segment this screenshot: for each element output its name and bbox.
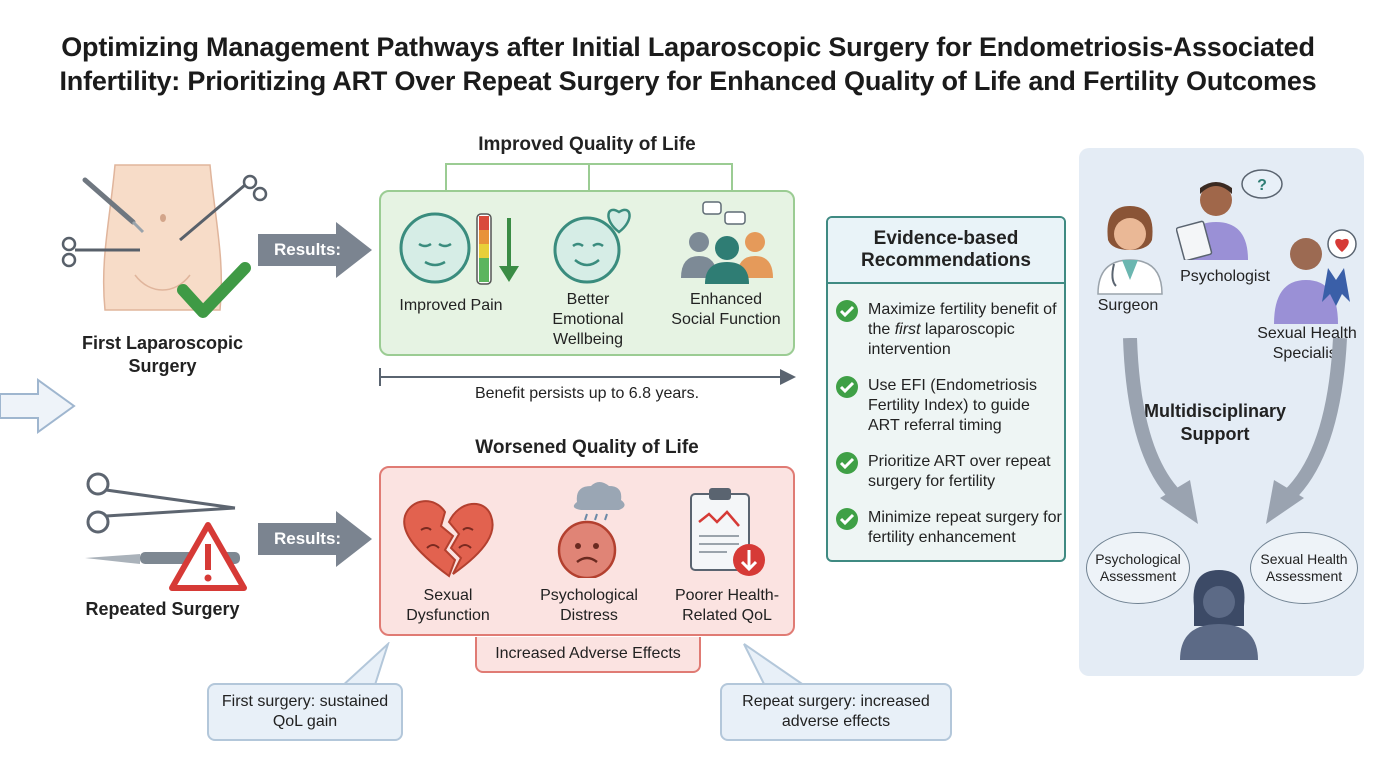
question-bubble-icon: ?	[1241, 169, 1283, 199]
role-sexual-health-specialist: Sexual Health Specialist	[1257, 325, 1357, 362]
clipboard-chart-icon	[690, 488, 765, 576]
worsened-item-label: Psychological Distress	[540, 587, 638, 624]
role-surgeon: Surgeon	[1097, 297, 1159, 314]
face-calm-icon	[399, 212, 471, 284]
forceps-icon	[179, 174, 268, 242]
page-title: Optimizing Management Pathways after Ini…	[59, 32, 1317, 96]
improved-qol-box: Improved Pain Better Emotional Wellbeing…	[379, 190, 795, 356]
timeline-arrow	[379, 368, 796, 386]
results-arrow-top	[258, 222, 372, 278]
patient-icon	[1180, 570, 1258, 660]
improved-qol-title: Improved Quality of Life	[478, 134, 696, 155]
results-label-bottom: Results:	[274, 529, 342, 548]
sexual-health-assessment-bubble: Sexual Health Assessment	[1250, 532, 1358, 604]
improved-item-label: Improved Pain	[399, 297, 503, 314]
support-flow-arrows	[1123, 338, 1347, 524]
worsened-qol-box: Sexual Dysfunction Psychological Distres…	[379, 466, 795, 636]
results-arrow-bottom	[258, 511, 372, 567]
question-mark: ?	[1257, 177, 1267, 194]
worsened-item-label: Sexual Dysfunction	[406, 587, 490, 624]
adverse-effects-tab: Increased Adverse Effects	[475, 637, 701, 673]
results-label-top: Results:	[274, 240, 342, 259]
repeat-surgery-illustration	[85, 472, 247, 591]
callout-first-surgery: First surgery: sustained QoL gain	[207, 683, 403, 741]
pain-scale-icon	[476, 213, 519, 285]
improved-item-label: Better Emotional Wellbeing	[552, 291, 624, 348]
scalpel-icon	[82, 177, 145, 234]
checkmark-icon	[836, 508, 858, 530]
warning-icon	[169, 522, 247, 591]
role-psychologist: Psychologist	[1180, 268, 1270, 285]
worsened-qol-title: Worsened Quality of Life	[475, 437, 699, 458]
incoming-arrow-icon	[0, 378, 76, 434]
psychological-assessment-bubble: Psychological Assessment	[1086, 532, 1190, 604]
checkmark-icon	[836, 452, 858, 474]
pain-relief-icons	[399, 212, 519, 285]
sad-face-cloud-icon	[557, 482, 625, 578]
improved-bracket	[445, 163, 733, 190]
forceps-left-icon	[61, 236, 140, 268]
checkmark-icon	[177, 262, 251, 318]
improved-item-label: Enhanced Social Function	[671, 291, 781, 328]
group-people-icon	[681, 201, 773, 284]
multidisciplinary-support-title: Multidisciplinary Support	[1143, 401, 1287, 444]
psychologist-icon	[1176, 182, 1248, 260]
scissors-forceps-icon	[86, 472, 236, 534]
broken-heart-icon	[403, 500, 494, 578]
checkmark-icon	[836, 376, 858, 398]
abdomen-surgery-illustration	[61, 164, 268, 318]
face-smile-heart-icon	[553, 208, 631, 284]
worsened-item-label: Poorer Health-Related QoL	[674, 587, 780, 624]
repeated-surgery-label: Repeated Surgery	[85, 599, 240, 619]
checkmark-icon	[836, 300, 858, 322]
callout-repeat-surgery: Repeat surgery: increased adverse effect…	[720, 683, 952, 741]
doctor-icon	[1097, 206, 1163, 295]
first-surgery-label: First Laparoscopic Surgery	[81, 333, 244, 376]
awareness-ribbon-icon	[1322, 268, 1350, 306]
specialist-icon	[1274, 229, 1357, 324]
timeline-label: Benefit persists up to 6.8 years.	[474, 385, 700, 402]
recommendations-box: Evidence-based Recommendations Maximize …	[826, 216, 1066, 562]
recommendations-header: Evidence-based Recommendations	[828, 218, 1064, 284]
